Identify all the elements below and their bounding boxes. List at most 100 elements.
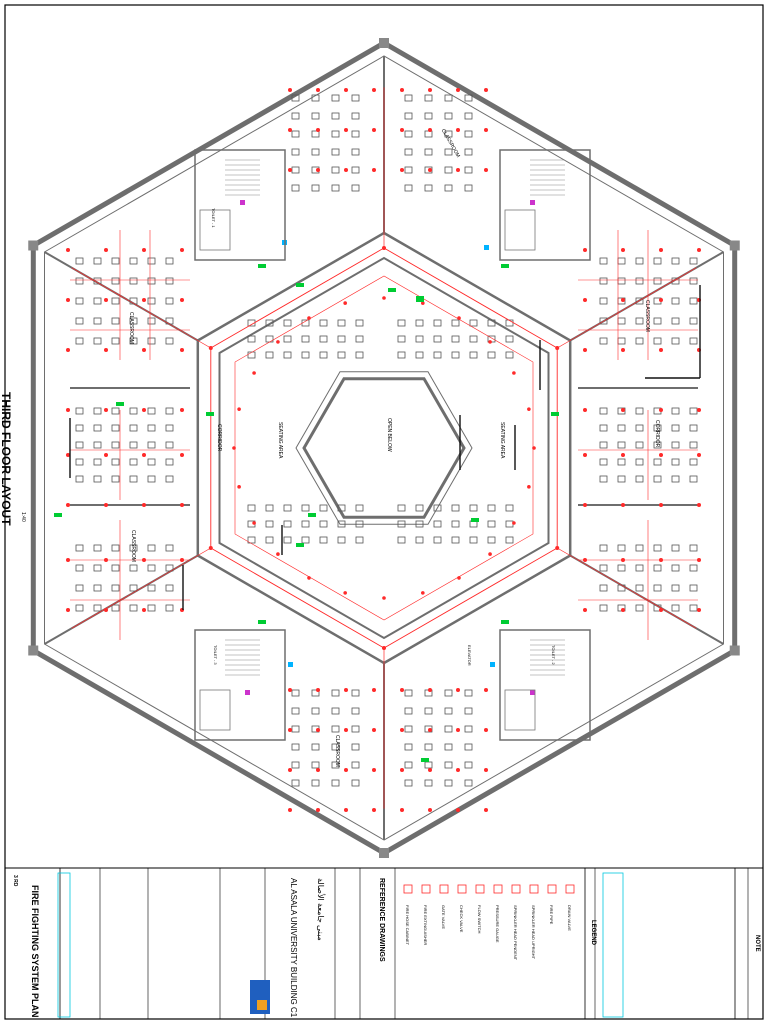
sprinkler-head [697,453,701,457]
sprinkler-head [428,88,432,92]
desk [464,743,473,751]
desk [635,564,644,572]
desk [331,94,340,102]
desk [351,112,360,120]
desk [129,317,138,325]
flow-switch [245,690,250,695]
sprinkler-head [659,608,663,612]
desk [689,441,698,449]
sprinkler-head [343,301,347,305]
desk [331,743,340,751]
desk [404,761,413,769]
desk [653,424,662,432]
desk [351,166,360,174]
desk [75,337,84,345]
desk [469,536,478,544]
desk [337,536,346,544]
room-label-corridor-e: CORRIDOR [654,420,660,448]
desk [129,584,138,592]
desk [404,166,413,174]
desk [291,130,300,138]
desk [653,337,662,345]
desk [147,458,156,466]
desk [265,319,274,327]
desk [351,725,360,733]
desk [129,407,138,415]
sprinkler-head [180,248,184,252]
sprinkler-head [428,728,432,732]
desk [635,544,644,552]
desk [147,584,156,592]
desk [247,536,256,544]
valve [501,620,509,624]
desk [599,257,608,265]
sprinkler-head [456,128,460,132]
desk [469,335,478,343]
desk [129,277,138,285]
inner-hexagon [218,256,550,640]
desk [653,564,662,572]
desk [635,407,644,415]
sprinkler-head [583,503,587,507]
desk [464,184,473,192]
sprinkler-head [232,446,236,450]
desk [404,779,413,787]
sprinkler-head [344,88,348,92]
desk [351,94,360,102]
desk [93,544,102,552]
sprinkler-head [484,808,488,812]
desk [93,424,102,432]
sprinkler-head [456,768,460,772]
sprinkler-head [456,168,460,172]
sprinkler-head [428,168,432,172]
desk [265,504,274,512]
desk [424,725,433,733]
desk [689,297,698,305]
desk [111,257,120,265]
sprinkler-head [456,88,460,92]
desk [311,148,320,156]
desk [129,544,138,552]
desk [689,544,698,552]
desk [111,604,120,612]
desk [93,475,102,483]
desk [311,94,320,102]
sprinkler-head [288,88,292,92]
desk [311,761,320,769]
sprinkler-head [527,485,531,489]
sprinkler-head [104,503,108,507]
desk [337,520,346,528]
desk [444,743,453,751]
legend-item: FIRE HOSE CABINET [405,905,410,946]
desk [75,604,84,612]
sprinkler-head [344,808,348,812]
sprinkler-head [316,128,320,132]
desk [75,458,84,466]
valve [308,513,316,517]
desk [617,544,626,552]
desk [93,564,102,572]
legend-symbol [403,884,413,894]
sprinkler-head [400,88,404,92]
desk [111,584,120,592]
desk [404,184,413,192]
desk [653,584,662,592]
desk [337,335,346,343]
desk [464,779,473,787]
desk [505,536,514,544]
reference-heading: REFERENCE DRAWINGS [378,878,385,962]
desk [311,184,320,192]
valve [296,543,304,547]
sprinkler-head [252,371,256,375]
open-below-atrium [302,377,466,519]
desk [311,689,320,697]
desk [689,317,698,325]
sprinkler-head [488,340,492,344]
desk [93,317,102,325]
desk [671,544,680,552]
desk [129,424,138,432]
legend-symbol [547,884,557,894]
desk [301,504,310,512]
desk [331,725,340,733]
desk [487,536,496,544]
